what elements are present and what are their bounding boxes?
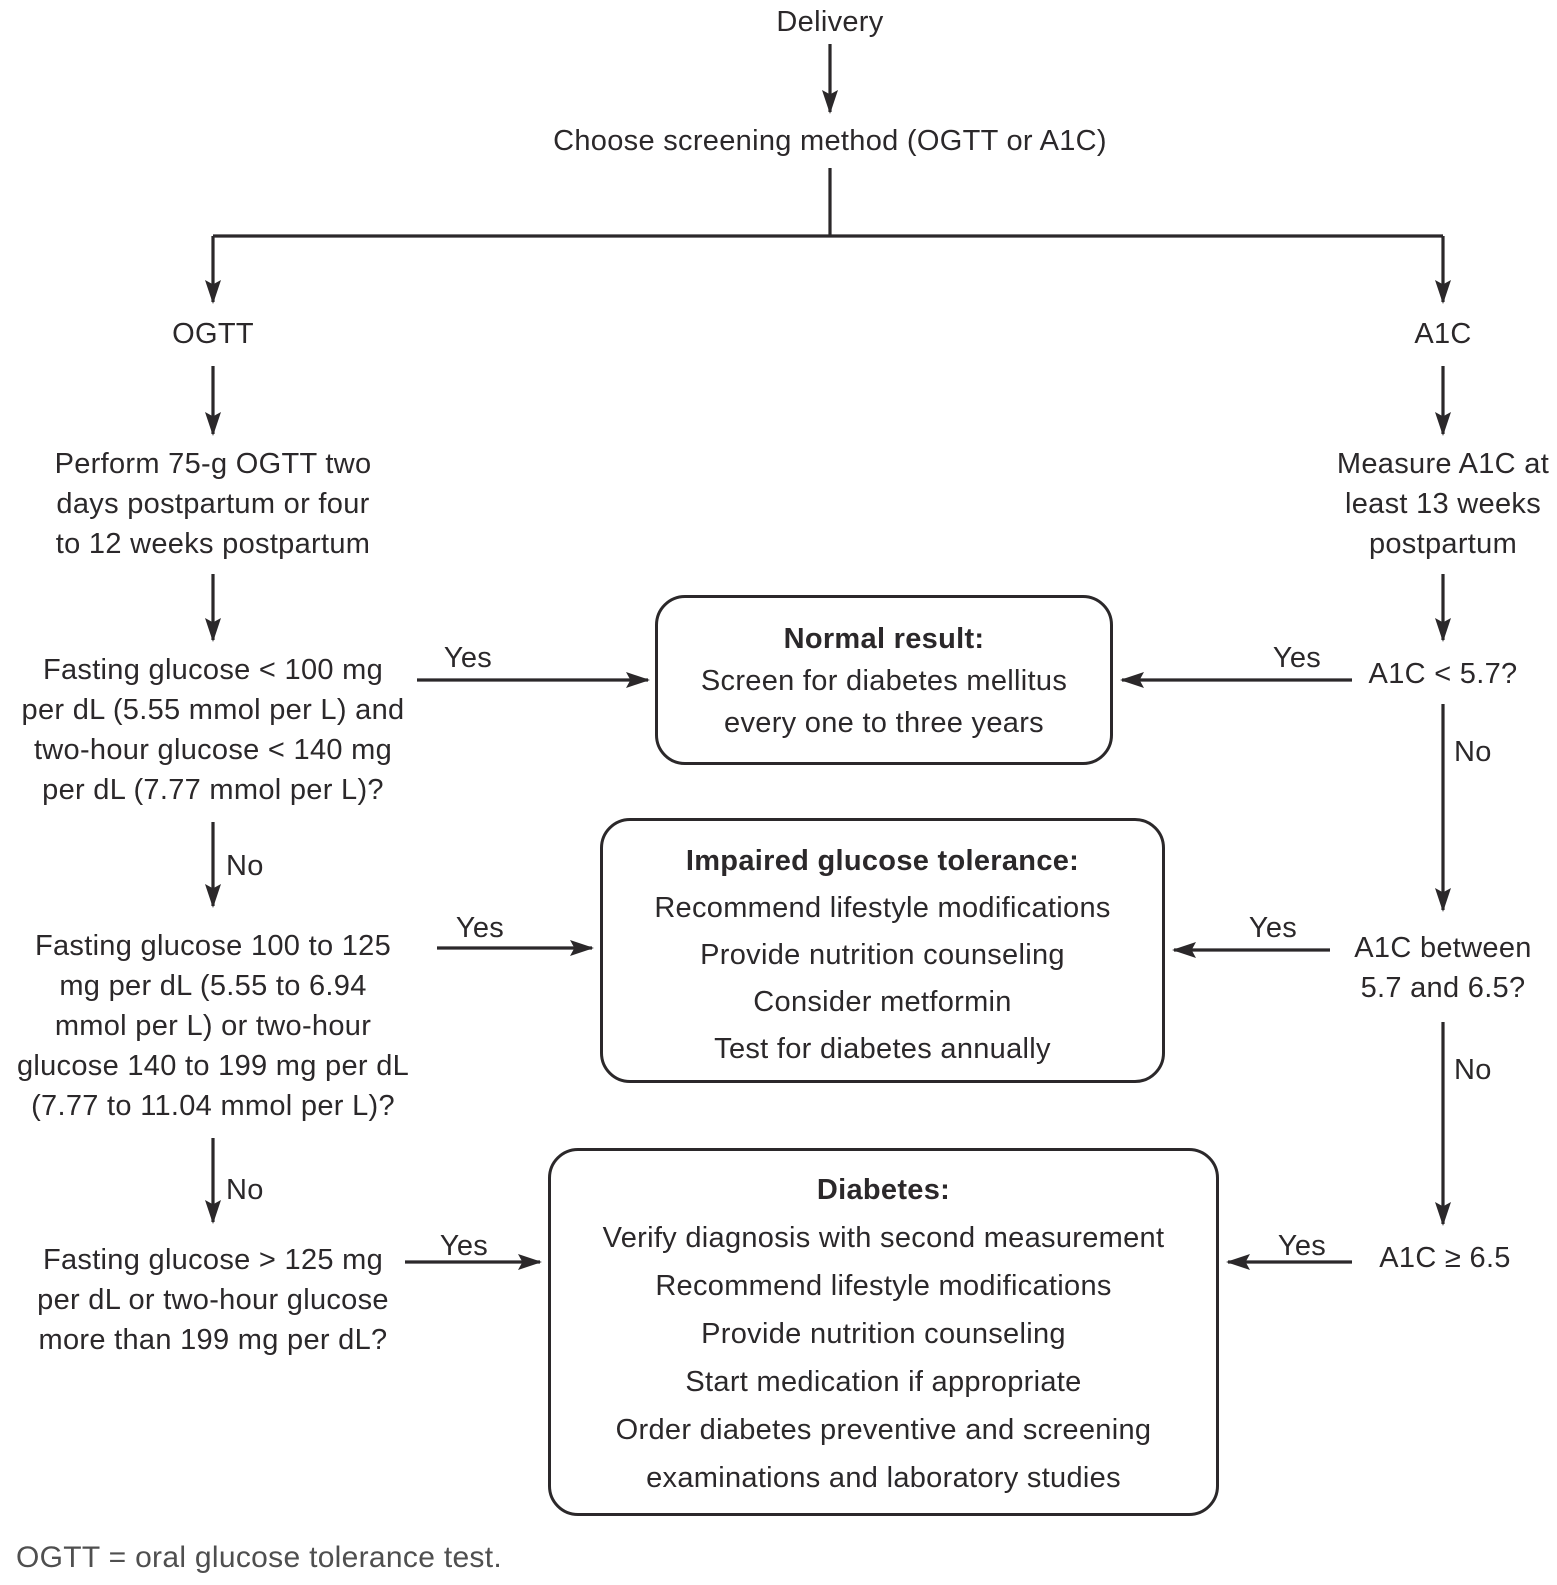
node-ogtt-step: Perform 75-g OGTT two days postpartum or… <box>54 448 372 560</box>
edge-label-a1c-q1-yes: Yes <box>1272 642 1322 674</box>
footnote: OGTT = oral glucose tolerance test. <box>16 1541 503 1574</box>
box-normal-result: Normal result: Screen for diabetes melli… <box>655 595 1113 765</box>
edge-label-ogtt-q2-no: No <box>226 1174 264 1206</box>
edge-label-a1c-q3-yes: Yes <box>1277 1230 1327 1262</box>
edge-label-a1c-q2-no: No <box>1454 1054 1492 1086</box>
edge-label-ogtt-q1-no: No <box>226 850 264 882</box>
edge-label-ogtt-q1-yes: Yes <box>443 642 493 674</box>
node-ogtt-question-3: Fasting glucose > 125 mg per dL or two-h… <box>37 1244 389 1356</box>
node-a1c-question-3: A1C ≥ 6.5 <box>1379 1242 1511 1274</box>
node-choose-method: Choose screening method (OGTT or A1C) <box>553 125 1107 157</box>
node-ogtt-branch-label: OGTT <box>172 318 254 350</box>
node-ogtt-question-2: Fasting glucose 100 to 125 mg per dL (5.… <box>16 930 410 1122</box>
node-a1c-question-2: A1C between 5.7 and 6.5? <box>1354 932 1532 1004</box>
box-impaired-title: Impaired glucose tolerance: <box>685 845 1080 877</box>
node-a1c-step: Measure A1C at least 13 weeks postpartum <box>1336 448 1550 560</box>
box-normal-result-lines: Screen for diabetes mellitus every one t… <box>700 665 1068 739</box>
box-impaired-glucose-tolerance: Impaired glucose tolerance: Recommend li… <box>600 818 1165 1083</box>
node-delivery: Delivery <box>776 6 884 38</box>
box-diabetes: Diabetes: Verify diagnosis with second m… <box>548 1148 1219 1516</box>
node-a1c-question-1: A1C < 5.7? <box>1368 658 1518 690</box>
box-impaired-lines: Recommend lifestyle modifications Provid… <box>654 892 1111 1065</box>
split-connector <box>213 168 1443 238</box>
edge-label-a1c-q2-yes: Yes <box>1248 912 1298 944</box>
node-ogtt-question-1: Fasting glucose < 100 mg per dL (5.55 mm… <box>21 654 405 806</box>
box-normal-result-title: Normal result: <box>783 623 985 655</box>
node-a1c-branch-label: A1C <box>1414 318 1472 350</box>
edge-label-ogtt-q2-yes: Yes <box>455 912 505 944</box>
edge-label-ogtt-q3-yes: Yes <box>439 1230 489 1262</box>
box-diabetes-title: Diabetes: <box>816 1174 951 1206</box>
box-diabetes-lines: Verify diagnosis with second measurement… <box>602 1222 1165 1494</box>
edge-label-a1c-q1-no: No <box>1454 736 1492 768</box>
